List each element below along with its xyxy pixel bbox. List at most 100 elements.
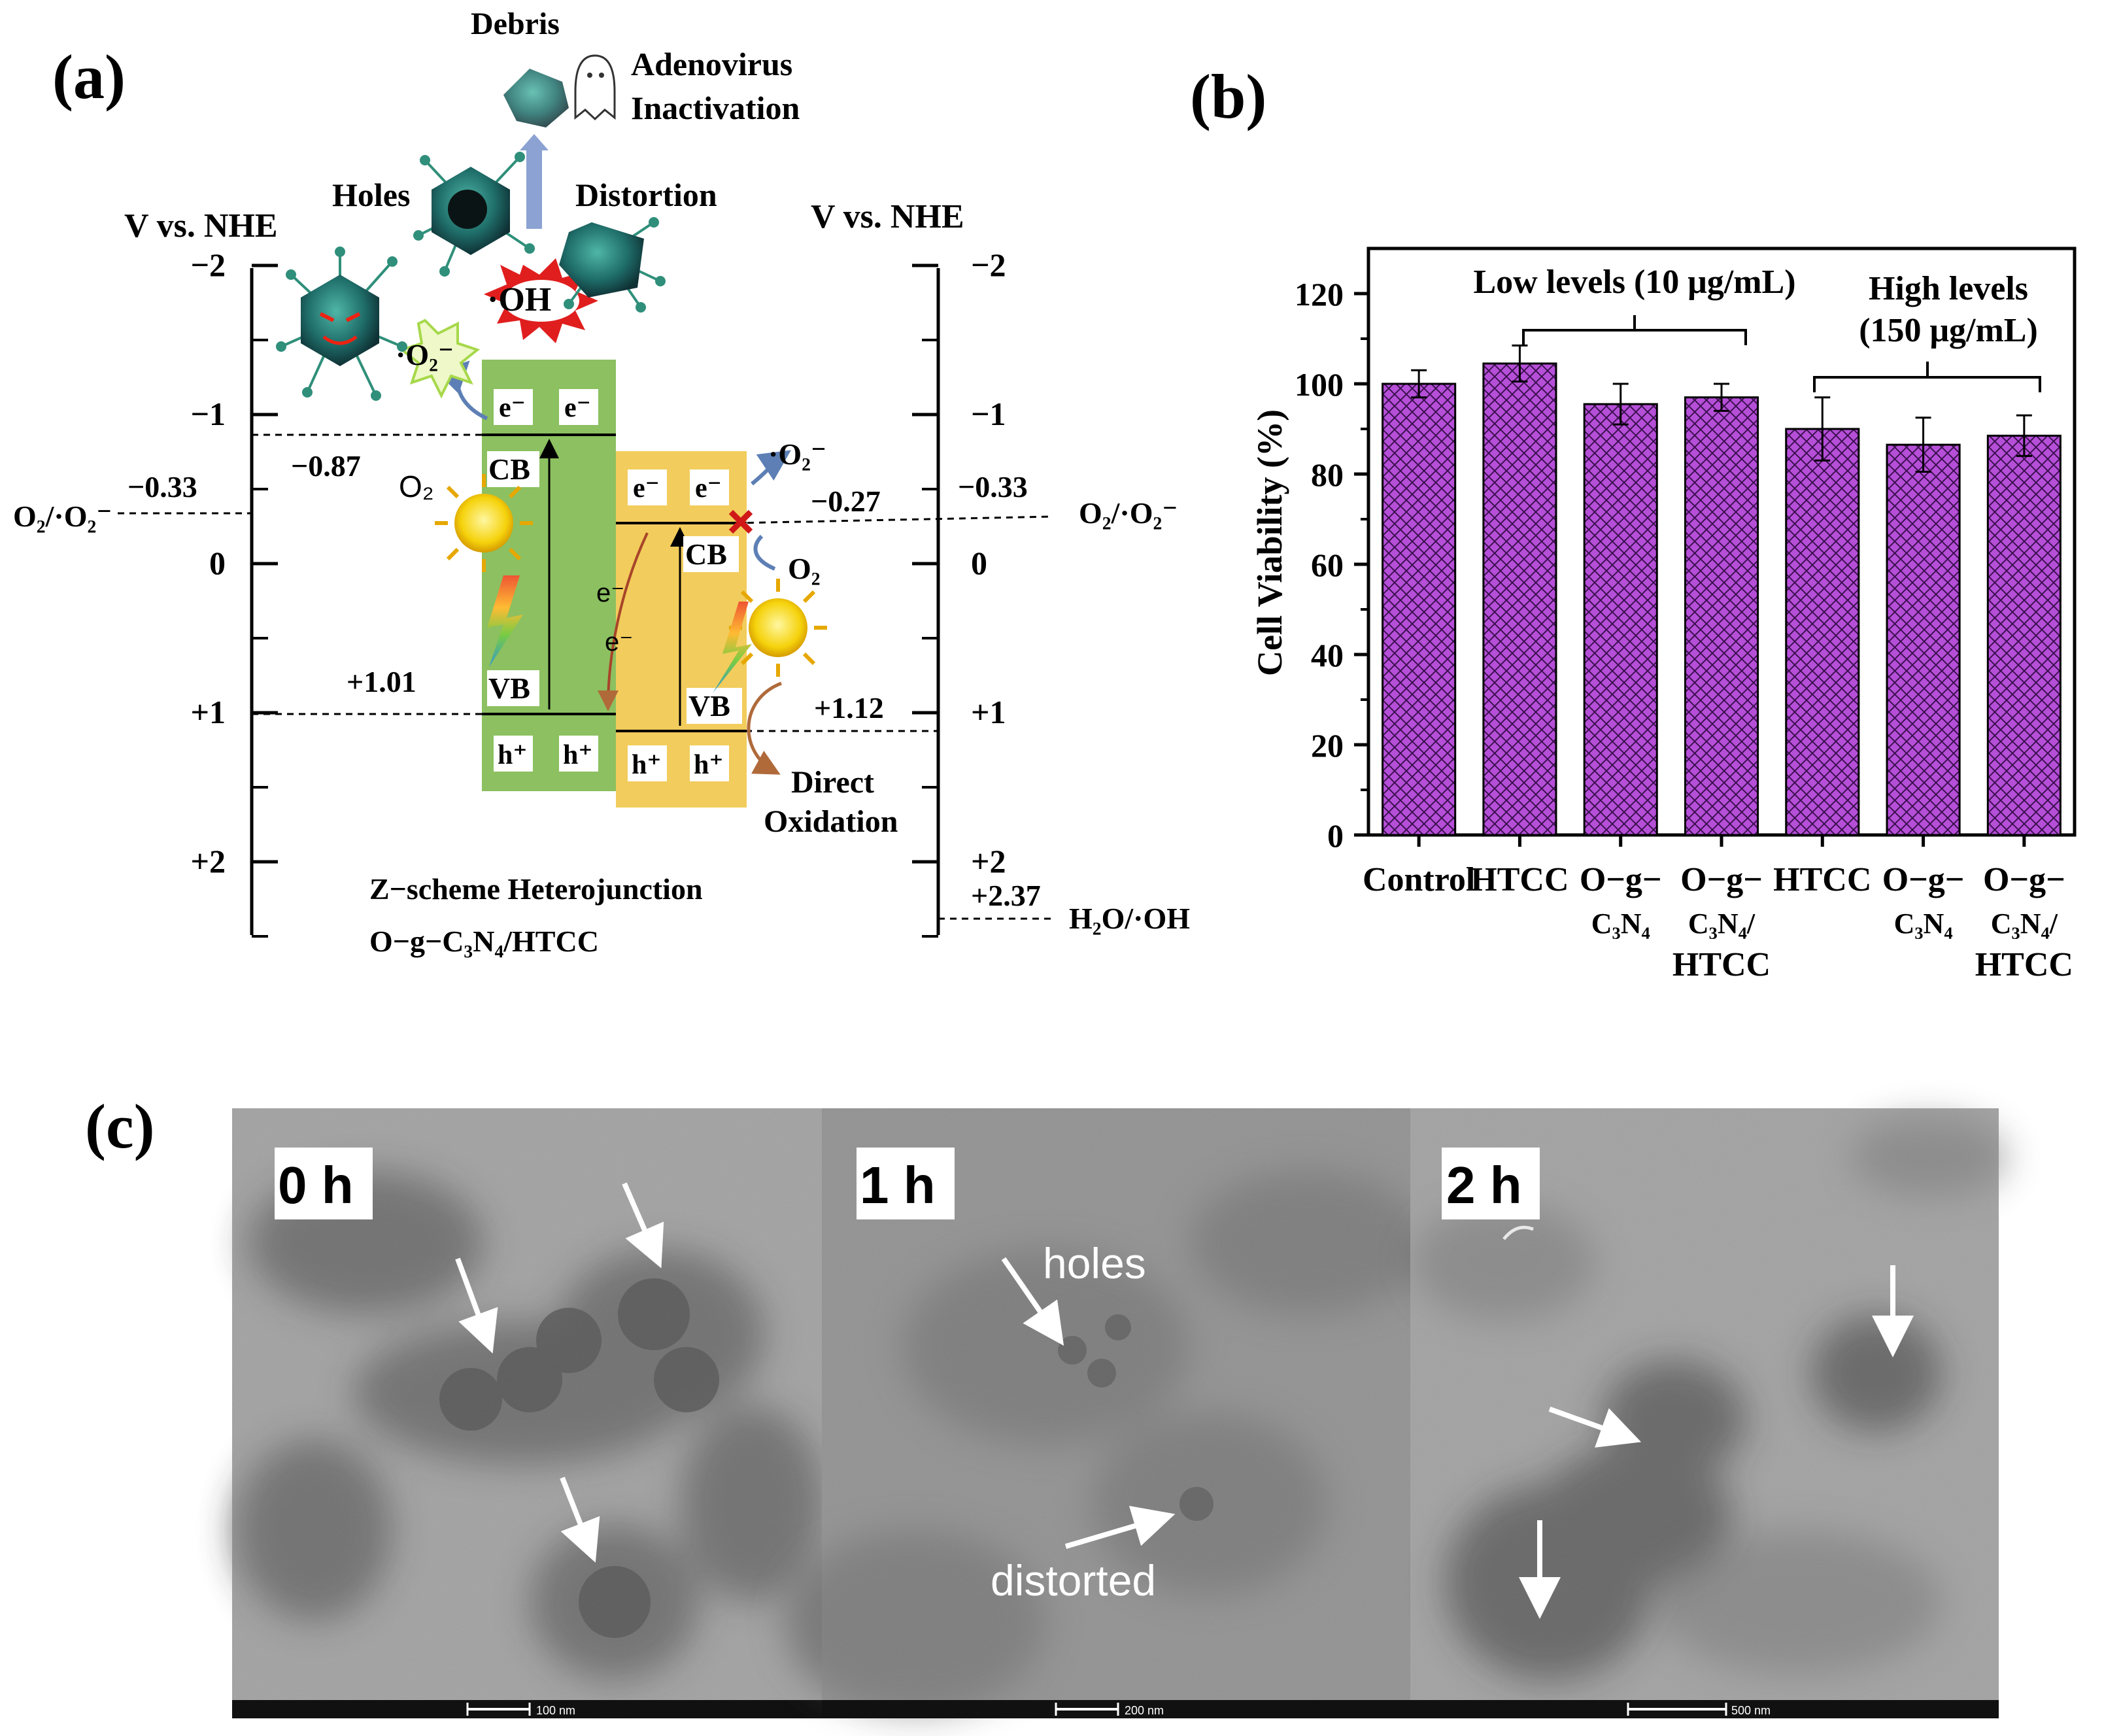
left-axis-ticks: −2−10+1+2 [191,247,278,938]
scale-label-0h: 100 nm [536,1704,575,1717]
o2-redox-right-label: O₂/·O₂⁻ [1079,496,1178,530]
hydroxyl-burst-icon [484,258,598,343]
green-e-box-1 [494,389,533,425]
time-label-1h: 1 h [860,1156,936,1214]
z-scheme-transfer-arrow [598,532,649,711]
adenovirus-label-line1: Adenovirus [631,46,792,82]
panel-a: (a) V vs. NHE V vs. NHE −2−10+1+2 −2−10+… [13,7,1190,958]
x-tick-label: HTCC [1773,861,1871,898]
superoxide-burst-icon [399,318,481,399]
left-tick-label: +1 [191,694,226,730]
left-tick-label: −1 [191,396,226,432]
bar [1886,443,1961,836]
green-electron-1: e⁻ [499,393,526,423]
yellow-electron-1: e⁻ [633,473,660,503]
adenovirus-label-line2: Inactivation [631,90,800,126]
blocked-cross-icon [728,509,753,534]
bar [1382,383,1457,836]
yellow-h-box-1 [628,745,667,781]
x-tick-label: C₃N₄/ [1688,908,1756,940]
direct-oxidation-arrow [747,681,782,775]
green-e-box-2 [559,389,598,425]
value-m087: −0.87 [291,449,361,483]
right-axis-ticks: −2 −1 0 +1 +2 [912,247,1006,938]
caption-line2: O−g−C₃N₄/HTCC [369,925,599,958]
green-h-box-2 [559,736,598,772]
caption-line1: Z−scheme Heterojunction [369,872,703,906]
ghost-icon [574,54,616,121]
y-tick-label: 40 [1311,637,1344,673]
sun-icon-right [729,579,827,677]
panel-b-label: (b) [1190,61,1266,131]
direct-oxidation-line1: Direct [791,765,874,800]
x-tick-label: C₃N₄ [1894,908,1953,940]
x-tick-label: Control [1363,861,1475,898]
light-bolt-icon-right [713,602,752,693]
yellow-h-box-2 [690,745,729,781]
x-tick-label: HTCC [1975,946,2073,983]
transfer-electron-1: e⁻ [596,579,624,607]
right-tick-label: +1 [971,694,1006,730]
distortion-label: Distortion [575,177,717,213]
o2-right-arrow [753,534,776,571]
x-tick-label: HTCC [1672,946,1771,983]
x-tick-label: O−g− [1680,861,1763,898]
bracket-low-label: Low levels (10 μg/mL) [1473,264,1795,301]
annotation-holes: holes [1043,1239,1146,1287]
yellow-hole-1: h⁺ [632,750,662,780]
hydroxyl-label: ·OH [487,281,551,318]
light-bolt-icon-left [487,575,523,667]
right-tick-label: −2 [971,247,1006,283]
panel-c-label: (c) [85,1091,155,1161]
adenovirus-icon-distorted [559,217,666,313]
yellow-e-box-2 [690,469,729,505]
scale-label-1h: 200 nm [1125,1704,1164,1717]
time-label-2h: 2 h [1446,1156,1522,1214]
yellow-hole-2: h⁺ [694,750,724,780]
h2o-oh-label: H₂O/·OH [1069,902,1190,935]
y-tick-label: 60 [1311,547,1344,583]
inactivation-arrow-shaft [526,147,542,229]
green-electron-2: e⁻ [564,393,591,423]
value-m033-left: −0.33 [127,470,197,503]
right-tick-label: 0 [971,545,987,581]
left-axis-title: V vs. NHE [124,207,278,245]
o2-right-label: O₂ [788,552,821,585]
bracket-high-label-line1: High levels [1869,270,2028,307]
transfer-electron-2: e⁻ [605,628,633,656]
adenovirus-icon-angry [276,247,407,401]
x-tick-label: C₃N₄ [1591,908,1650,940]
x-tick-label: O−g− [1580,861,1662,898]
bar [1684,396,1759,836]
value-m027: −0.27 [811,485,881,518]
y-tick-label: 0 [1327,817,1344,854]
green-hole-1: h⁺ [498,740,528,770]
inactivation-arrow-head [520,134,549,150]
right-tick-label: +2 [971,843,1006,879]
debris-virus-icon [503,69,569,128]
tem-image-2h [1410,1108,2007,1718]
bracket-low [1522,315,1747,345]
panel-c: (c) 0 h [85,1091,2007,1718]
scale-label-2h: 500 nm [1731,1704,1771,1717]
x-tick-label: C₃N₄/ [1991,908,2058,940]
left-tick-label: +2 [191,843,226,879]
value-p112: +1.12 [814,691,884,724]
x-tick-label: O−g− [1983,861,2065,898]
yellow-e-box-1 [628,469,667,505]
right-tick-label: −1 [971,396,1006,432]
debris-label: Debris [471,7,560,41]
right-axis-title: V vs. NHE [811,198,964,235]
value-p237: +2.37 [971,879,1041,912]
y-tick-label: 80 [1311,456,1344,493]
green-h-box-1 [494,736,533,772]
value-p101: +1.01 [347,665,416,698]
direct-oxidation-line2: Oxidation [764,804,898,839]
yellow-cb-box [683,536,739,572]
yellow-electron-2: e⁻ [695,473,722,503]
bar [1482,362,1557,836]
sun-icon-left [435,474,533,572]
